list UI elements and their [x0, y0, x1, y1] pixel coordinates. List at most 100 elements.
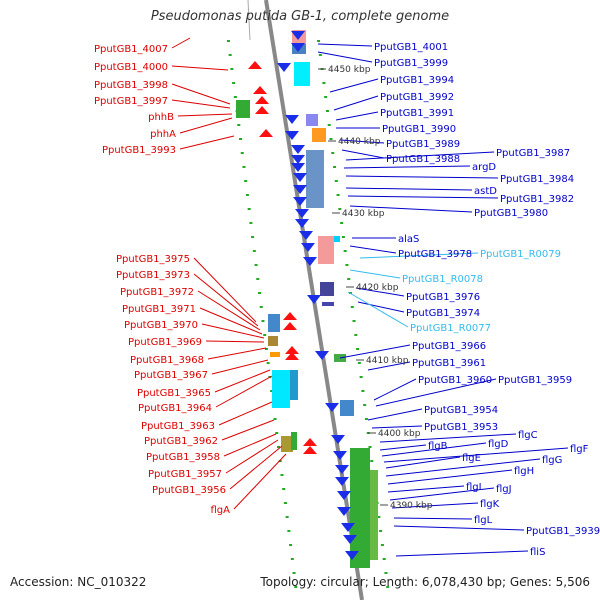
track-dot [263, 334, 267, 336]
gene-label-right: astD [474, 186, 497, 197]
track-dot [275, 432, 279, 434]
track-dot [377, 516, 381, 518]
gene-label-right: flgH [514, 466, 534, 477]
track-dot [287, 530, 291, 532]
ruler-label: 4430 kbp [342, 209, 385, 219]
leader-line [381, 442, 487, 457]
gene-label-left: PputGB1_3998 [94, 80, 168, 91]
reverse-gene-arrow [248, 61, 262, 69]
gene-label-left: PputGB1_3970 [124, 320, 198, 331]
track-dot [317, 40, 321, 42]
leader-line [393, 517, 473, 520]
track-dot [264, 348, 268, 350]
track-dot [338, 208, 342, 210]
gene-label-left: phhA [150, 129, 176, 140]
reverse-gene-block [236, 100, 250, 118]
track-dot [354, 334, 358, 336]
gene-label-right: flgJ [496, 484, 512, 495]
track-dot [363, 404, 367, 406]
gene-label-right: PputGB1_4001 [374, 42, 448, 53]
gene-label-left: PputGB1_3956 [152, 485, 226, 496]
gene-label-left: PputGB1_3957 [148, 469, 222, 480]
track-dot [336, 194, 340, 196]
reverse-gene-arrow [255, 106, 269, 114]
leader-line [347, 195, 499, 199]
forward-gene-arrow [343, 535, 357, 544]
leader-line [171, 83, 231, 105]
leader-line [357, 301, 405, 313]
rna-marker [334, 236, 340, 242]
leader-line [367, 408, 423, 421]
forward-gene-arrow [315, 351, 329, 360]
leader-line [193, 273, 259, 327]
leader-line [393, 525, 525, 531]
leader-line [329, 78, 379, 93]
reverse-gene-block [272, 370, 290, 408]
track-dot [289, 544, 293, 546]
forward-gene-arrow [285, 131, 299, 140]
gene-label-right: PputGB1_3987 [496, 148, 570, 159]
ruler-label: 4390 kbp [390, 501, 433, 511]
track-dot [277, 446, 281, 448]
track-dot [285, 516, 289, 518]
track-dot [352, 320, 356, 322]
leader-line [214, 369, 271, 393]
leader-line [229, 445, 283, 490]
gene-label-left: PputGB1_3975 [116, 254, 190, 265]
forward-gene-arrow [307, 295, 321, 304]
gene-label-right: flgC [518, 430, 538, 441]
gene-label-right: PputGB1_3954 [424, 405, 498, 416]
gene-label-right: PputGB1_3984 [500, 174, 574, 185]
leader-line [389, 487, 495, 501]
leader-line [379, 444, 427, 451]
gene-label-right: flgF [570, 444, 589, 455]
track-dot [347, 278, 351, 280]
accession-label: Accession: NC_010322 [10, 575, 147, 589]
track-dot [364, 418, 368, 420]
track-dot [266, 362, 270, 364]
forward-gene-arrow [303, 257, 317, 266]
gene-label-right: PputGB1_R0077 [410, 323, 491, 334]
backbone-edge [247, 0, 251, 41]
forward-gene-arrow [325, 403, 339, 412]
gene-label-right: PputGB1_3999 [374, 58, 448, 69]
forward-gene-block [312, 128, 326, 142]
leader-line [225, 439, 279, 474]
track-dot [242, 166, 246, 168]
forward-gene-arrow [331, 435, 345, 444]
track-dot [294, 586, 298, 588]
forward-gene-arrow [291, 31, 305, 40]
track-dot [384, 572, 388, 574]
track-dot [283, 502, 287, 504]
forward-gene-arrow [301, 243, 315, 252]
gene-label-right: PputGB1_3974 [406, 308, 480, 319]
track-dot [380, 544, 384, 546]
forward-gene-arrow [333, 451, 347, 460]
gene-label-right: flgK [480, 499, 500, 510]
gene-label-left: flgA [211, 505, 231, 516]
reverse-gene-block [268, 314, 280, 332]
gene-label-left: PputGB1_3963 [141, 421, 215, 432]
leader-line [385, 458, 541, 477]
track-dot [359, 376, 363, 378]
track-dot [368, 446, 372, 448]
leader-line [349, 269, 401, 279]
forward-gene-arrow [277, 63, 291, 72]
reverse-gene-arrow [285, 352, 299, 360]
track-dot [249, 222, 253, 224]
gene-label-left: PputGB1_3997 [94, 96, 168, 107]
forward-gene-block [306, 114, 318, 126]
track-dot [292, 572, 296, 574]
ruler-label: 4410 kbp [366, 356, 409, 366]
gene-label-left: PputGB1_4000 [94, 62, 168, 73]
gene-label-right: PputGB1_3978 [398, 249, 472, 260]
leader-line [345, 151, 495, 161]
track-dot [379, 530, 383, 532]
gene-label-left: PputGB1_3973 [116, 270, 190, 281]
leader-line [367, 361, 411, 371]
track-dot [333, 166, 337, 168]
track-dot [350, 306, 354, 308]
leader-line [177, 113, 233, 117]
track-dot [331, 152, 335, 154]
ruler-label: 4420 kbp [356, 283, 399, 293]
